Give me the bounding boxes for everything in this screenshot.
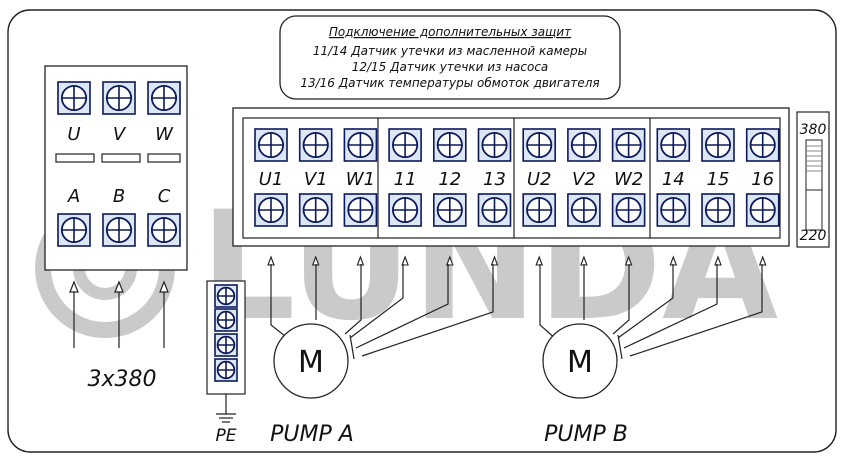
strip-terminal-label: W2	[614, 169, 643, 190]
notes-title: Подключение дополнительных защит	[329, 25, 572, 39]
pump-a-wiring	[270, 264, 494, 360]
strip-terminal-label: 16	[751, 169, 774, 190]
notes-line-2: 12/15 Датчик утечки из насоса	[352, 60, 549, 74]
strip-bottom-terminal-screw-icon	[701, 193, 735, 227]
pump-a-label: PUMP A	[270, 422, 354, 447]
supply-top-terminal-screw-icon	[147, 81, 181, 115]
strip-top-terminal-screw-icon	[701, 128, 735, 162]
supply-top-terminal-screw-icon	[102, 81, 136, 115]
terminal-arrow-icon	[758, 255, 767, 266]
strip-terminal-label: U1	[259, 169, 284, 190]
strip-bottom-terminal-screw-icon	[298, 193, 333, 227]
supply-label-a: A	[67, 186, 80, 207]
supply-voltage-label: 3x380	[87, 367, 156, 392]
strip-terminal-label: 11	[394, 169, 417, 190]
pump-a-motor: M	[273, 323, 349, 399]
strip-bottom-terminal-screw-icon	[611, 193, 646, 227]
strip-bottom-terminal-screw-icon	[477, 193, 512, 227]
supply-bottom-terminal-screw-icon	[57, 213, 91, 247]
supply-label-u: U	[67, 124, 80, 145]
voltage-switch-top-label: 380	[800, 122, 827, 138]
ground-icon	[216, 394, 236, 423]
notes-line-3: 13/16 Датчик температуры обмоток двигате…	[300, 76, 599, 90]
pump-a-motor-symbol: M	[298, 345, 324, 380]
strip-terminal-label: 13	[483, 169, 506, 190]
strip-top-terminal-screw-icon	[656, 128, 691, 162]
pe-terminals	[214, 284, 238, 382]
strip-top-terminal-screw-icon	[567, 128, 601, 162]
strip-bottom-terminal-screw-icon	[745, 193, 780, 227]
supply-label-b: B	[113, 186, 125, 207]
pe-terminal-screw-icon	[214, 333, 238, 357]
strip-bottom-terminal-screw-icon	[254, 193, 288, 227]
outer-frame	[7, 9, 837, 453]
strip-bottom-terminal-screw-icon	[656, 193, 691, 227]
supply-label-c: C	[158, 186, 171, 207]
strip-top-terminal-screw-icon	[298, 128, 333, 162]
strip-terminal-label: V1	[304, 169, 328, 190]
strip-top-terminal-screw-icon	[611, 128, 646, 162]
supply-top-terminals	[57, 81, 181, 115]
strip-top-terminal-screw-icon	[477, 128, 512, 162]
terminal-strip: U1 V1 W1 11 12 13 U2 V2 W2 14 15 16	[232, 107, 790, 247]
voltage-switch-slider[interactable]	[805, 139, 823, 231]
pump-b-motor: M	[542, 323, 618, 399]
notes-line-1: 11/14 Датчик утечки из масленной камеры	[313, 44, 587, 58]
strip-top-terminal-screw-icon	[254, 128, 288, 162]
strip-labels: U1 V1 W1 11 12 13 U2 V2 W2 14 15 16	[259, 169, 774, 190]
strip-top-terminal-screw-icon	[343, 128, 378, 162]
pump-b-wiring	[539, 264, 763, 360]
strip-terminal-label: 15	[707, 169, 730, 190]
pe-terminal-screw-icon	[214, 284, 238, 308]
strip-top-terminal-screw-icon	[432, 128, 467, 162]
supply-arrows	[69, 280, 169, 348]
terminal-arrow-icon	[490, 255, 499, 266]
strip-terminal-label: 14	[662, 169, 685, 190]
pump-b-label: PUMP B	[544, 422, 628, 447]
terminal-arrow-icon	[446, 255, 454, 266]
notes-box: Подключение дополнительных защит 11/14 Д…	[279, 15, 621, 100]
supply-bottom-terminals	[57, 213, 181, 247]
strip-terminal-label: V2	[572, 169, 596, 190]
strip-terminal-label: U2	[527, 169, 552, 190]
strip-top-terminal-screw-icon	[388, 128, 422, 162]
strip-bottom-terminal-screw-icon	[522, 193, 557, 227]
supply-label-v: V	[113, 124, 127, 145]
strip-top-terminal-screw-icon	[522, 128, 557, 162]
pump-b-motor-symbol: M	[567, 345, 593, 380]
supply-bottom-terminal-screw-icon	[147, 213, 181, 247]
strip-top-terminals	[254, 128, 780, 162]
ground-label: PE	[216, 426, 237, 446]
terminal-arrow-icon	[714, 255, 722, 266]
strip-bottom-terminal-screw-icon	[567, 193, 601, 227]
pe-terminal-block: PE	[206, 280, 246, 446]
strip-bottom-terminal-screw-icon	[432, 193, 467, 227]
supply-label-w: W	[155, 124, 174, 145]
voltage-switch[interactable]: 380 220	[796, 111, 830, 248]
voltage-switch-bottom-label: 220	[800, 228, 827, 244]
strip-bottom-terminals	[254, 193, 780, 227]
supply-bridges	[55, 153, 181, 163]
pe-terminal-screw-icon	[214, 358, 238, 382]
strip-terminal-label: W1	[346, 169, 375, 190]
strip-bottom-terminal-screw-icon	[388, 193, 422, 227]
supply-bottom-terminal-screw-icon	[102, 213, 136, 247]
terminal-arrow-icon	[401, 255, 409, 266]
supply-top-terminal-screw-icon	[57, 81, 91, 115]
strip-terminal-label: 12	[438, 169, 461, 190]
terminal-arrow-icon	[535, 255, 543, 266]
pe-terminal-screw-icon	[214, 308, 238, 332]
strip-bottom-terminal-screw-icon	[343, 193, 378, 227]
supply-block: U V W A B C	[44, 65, 188, 271]
strip-top-terminal-screw-icon	[745, 128, 780, 162]
